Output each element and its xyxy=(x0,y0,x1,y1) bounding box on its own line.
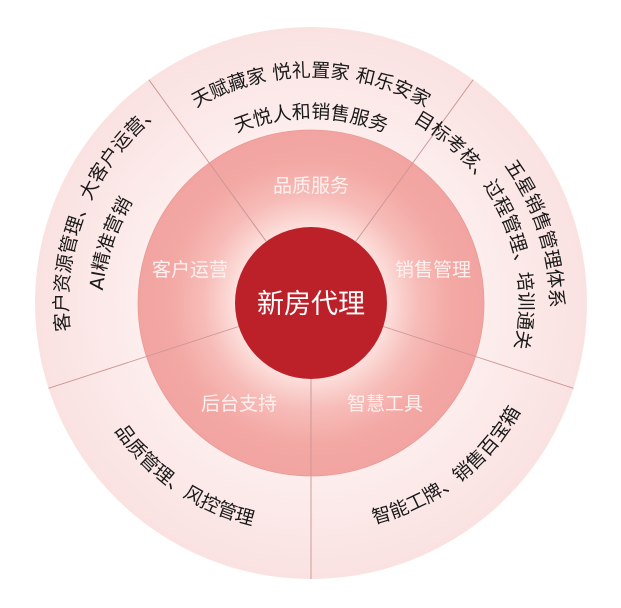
segment-label-quality-service: 品质服务 xyxy=(273,175,349,197)
core-label: 新房代理 xyxy=(257,289,365,320)
outer-dividers xyxy=(48,79,574,579)
segment-label-smart-tools: 智慧工具 xyxy=(347,393,423,415)
core-circle xyxy=(235,227,387,379)
segment-label-sales-management: 销售管理 xyxy=(395,259,471,281)
segment-label-back-office-support: 后台支持 xyxy=(201,393,277,415)
segment-label-customer-operations: 客户运营 xyxy=(152,259,228,281)
middle-dividers xyxy=(146,162,476,476)
